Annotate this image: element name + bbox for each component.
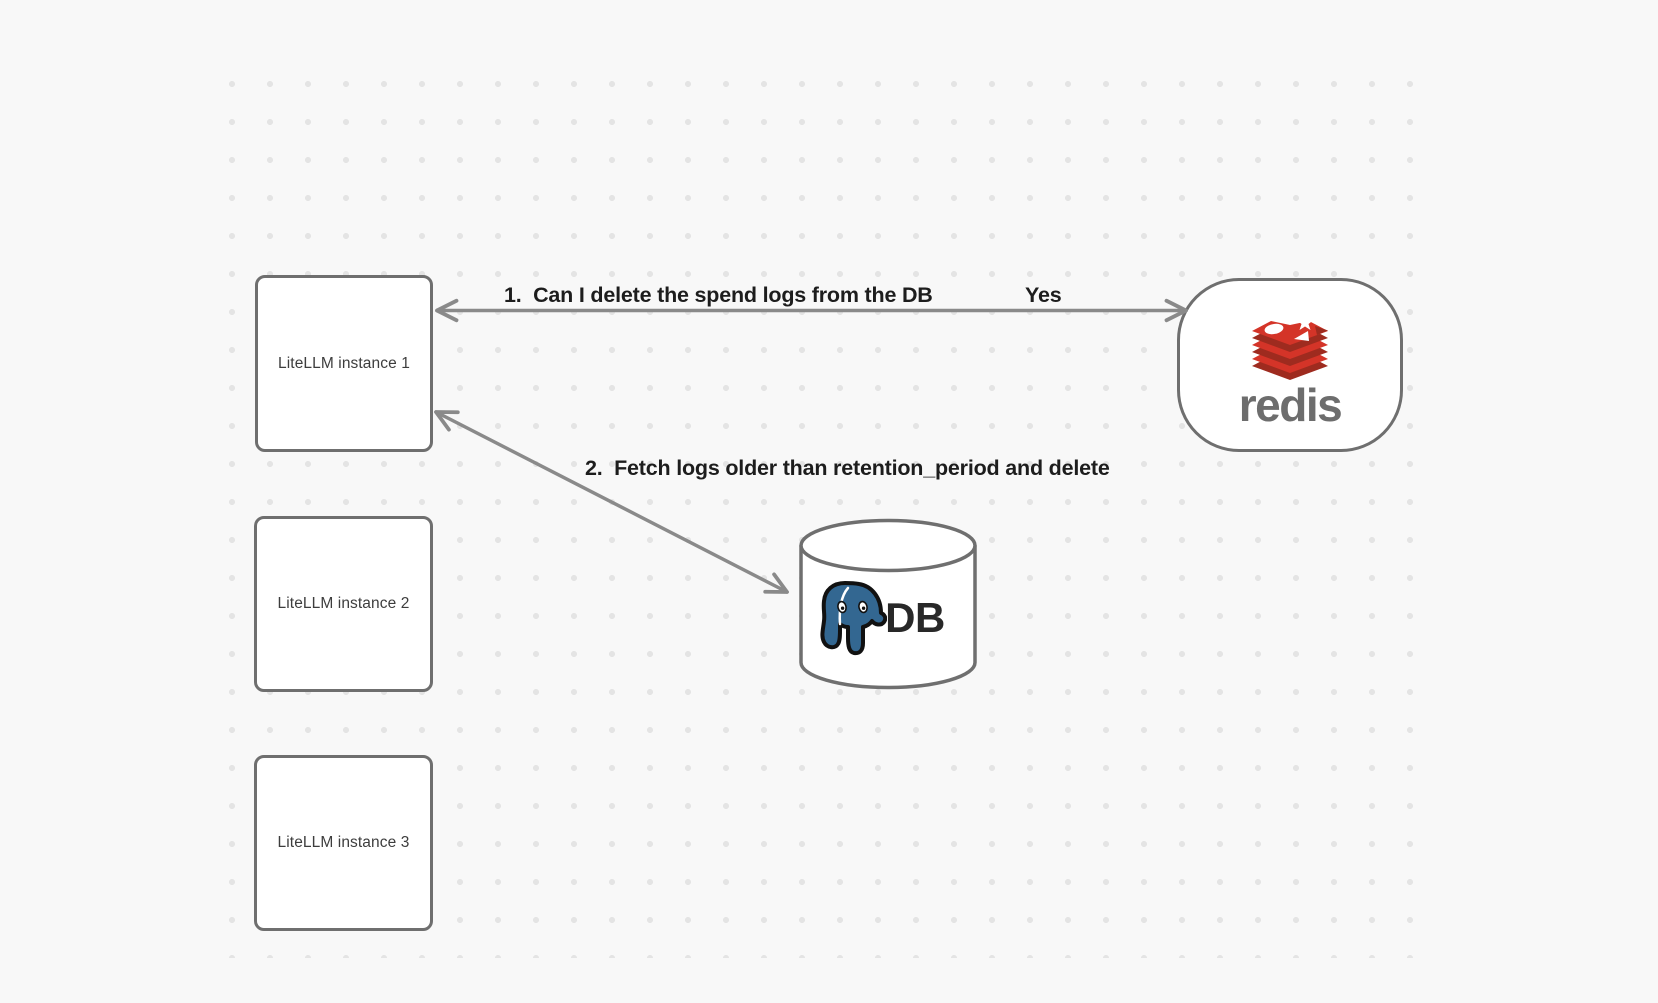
node-postgres-db[interactable]: DB	[799, 518, 977, 690]
redis-wordmark: redis	[1238, 379, 1343, 431]
node-litellm-instance-2[interactable]: LiteLLM instance 2	[254, 516, 433, 692]
node-label: LiteLLM instance 1	[278, 354, 410, 372]
node-label: LiteLLM instance 3	[277, 834, 410, 851]
db-cylinder-shape	[799, 518, 977, 690]
node-redis[interactable]: redis	[1177, 278, 1403, 452]
postgres-elephant-icon	[820, 581, 888, 656]
edge1-response-label[interactable]: Yes	[1025, 283, 1062, 307]
node-label: LiteLLM instance 2	[277, 595, 410, 612]
edge1-label[interactable]: 1. Can I delete the spend logs from the …	[504, 283, 933, 307]
db-label: DB	[885, 594, 945, 641]
node-litellm-instance-3[interactable]: LiteLLM instance 3	[254, 755, 433, 931]
node-litellm-instance-1[interactable]: LiteLLM instance 1	[255, 275, 433, 452]
redis-logo-icon	[1252, 315, 1328, 380]
edge2-label[interactable]: 2. Fetch logs older than retention_perio…	[585, 456, 1110, 480]
